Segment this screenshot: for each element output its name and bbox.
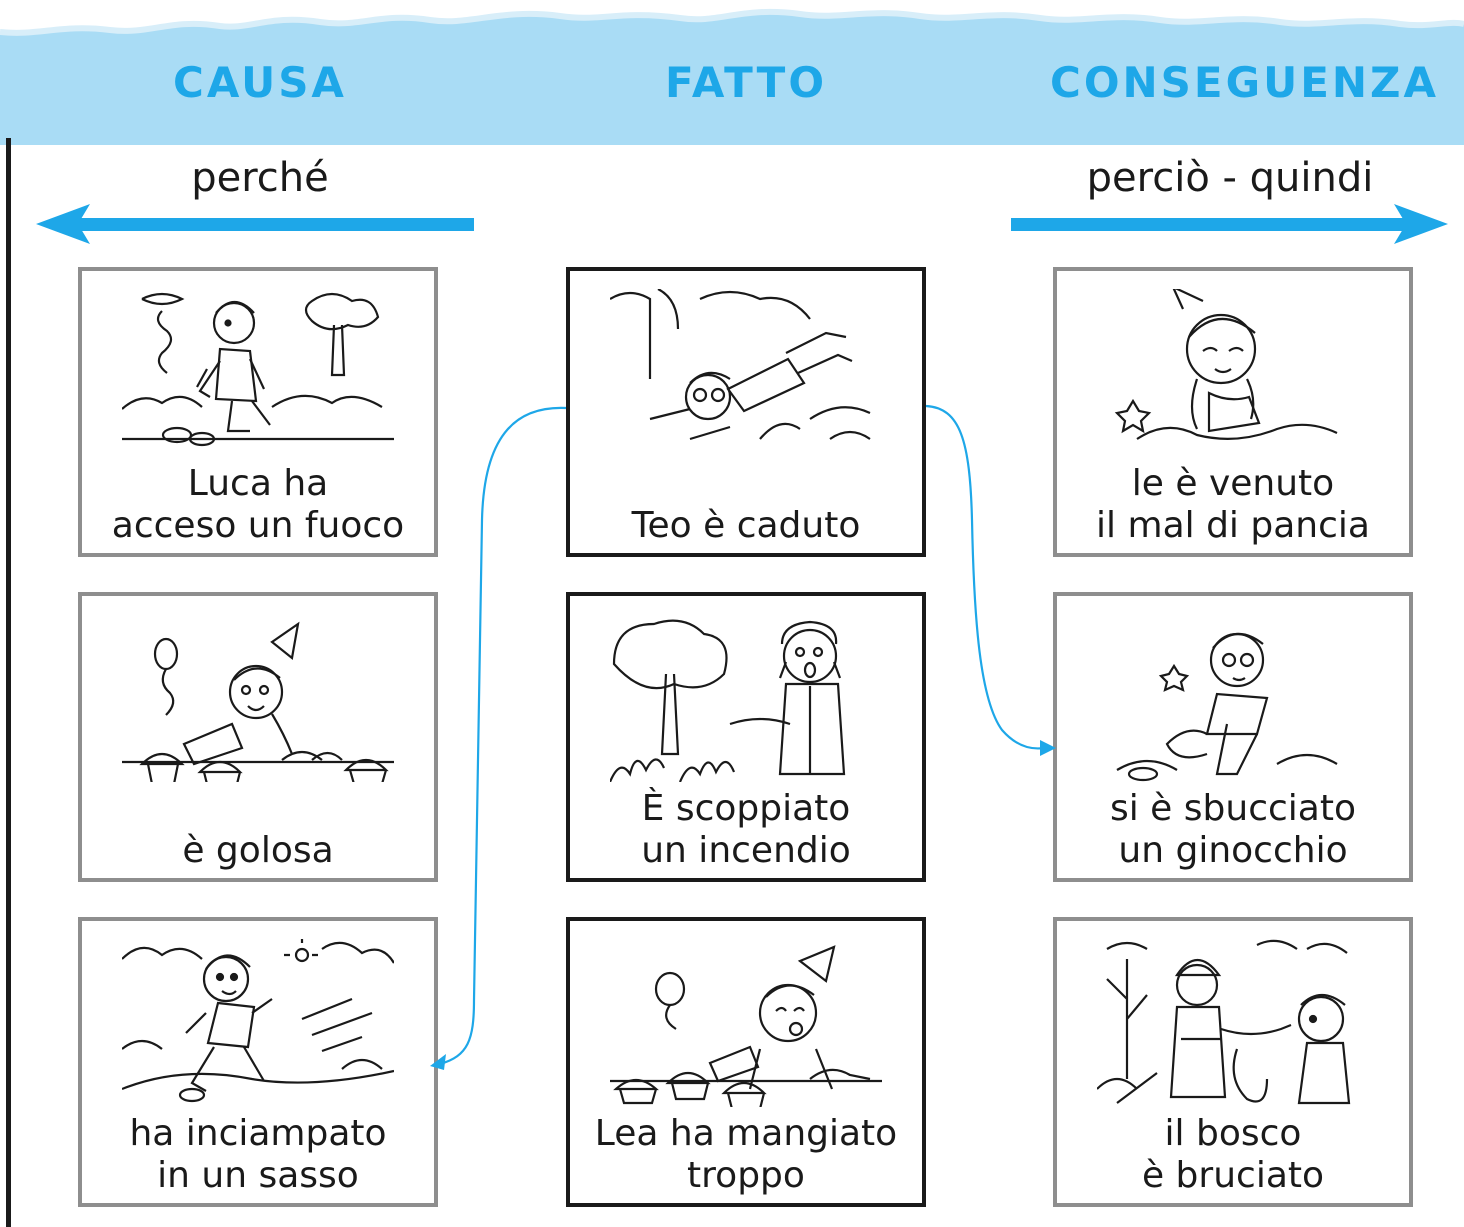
card-conseguenza-3: il bosco è bruciato (1053, 917, 1413, 1207)
card-caption: È scoppiato un incendio (570, 788, 922, 872)
card-causa-3: ha inciampato in un sasso (78, 917, 438, 1207)
card-fatto-1: Teo è caduto (566, 267, 926, 557)
card-fatto-2: È scoppiato un incendio (566, 592, 926, 882)
card-caption: si è sbucciato un ginocchio (1057, 788, 1409, 872)
boy-scraped-knee-icon (1116, 632, 1338, 782)
arrow-right-percio (1011, 204, 1448, 244)
caption-line-1: si è sbucciato (1109, 788, 1356, 829)
caption-line-2: un incendio (641, 830, 851, 871)
card-caption: le è venuto il mal di pancia (1057, 463, 1409, 547)
boy-falling-icon (610, 289, 871, 441)
card-caption: Luca ha acceso un fuoco (82, 463, 434, 547)
caption-line-1: il bosco (1164, 1113, 1302, 1154)
card-caption: il bosco è bruciato (1057, 1113, 1409, 1197)
card-caption: Lea ha mangiato troppo (570, 1113, 922, 1197)
caption-line-1: Lea ha mangiato (594, 1113, 898, 1154)
caption-line-1: le è venuto (1131, 463, 1335, 504)
card-conseguenza-1: le è venuto il mal di pancia (1053, 267, 1413, 557)
girl-stomach-ache-icon (1114, 289, 1338, 440)
boy-lighting-fire-icon (122, 292, 394, 447)
card-fatto-3: Lea ha mangiato troppo (566, 917, 926, 1207)
card-conseguenza-2: si è sbucciato un ginocchio (1053, 592, 1413, 882)
page-margin-rule (6, 138, 11, 1227)
header-conseguenza: CONSEGUENZA (1050, 58, 1439, 107)
header-banner (0, 8, 1464, 145)
firefighter-and-boy-icon (1097, 939, 1351, 1105)
girl-eating-cake-icon (610, 945, 882, 1107)
caption-line-2: è golosa (182, 830, 334, 871)
caption-line-2: il mal di pancia (1096, 505, 1370, 546)
card-causa-1: Luca ha acceso un fuoco (78, 267, 438, 557)
caption-line-2: Teo è caduto (631, 505, 861, 546)
header-causa: CAUSA (173, 58, 347, 107)
caption-line-1: È scoppiato (641, 788, 851, 829)
caption-line-2: acceso un fuoco (111, 505, 405, 546)
boy-scared-by-fire-icon (610, 619, 846, 782)
girl-with-cakes-icon (122, 621, 394, 782)
caption-line-1: ha inciampato (129, 1113, 387, 1154)
caption-line-2: un ginocchio (1118, 830, 1348, 871)
caption-line-2: è bruciato (1141, 1155, 1325, 1196)
connector-perche: perché (191, 155, 329, 201)
card-caption: è golosa (82, 830, 434, 872)
arrow-left-perche (36, 204, 474, 244)
connector-percio-quindi: perciò - quindi (1086, 155, 1374, 201)
card-causa-2: è golosa (78, 592, 438, 882)
link-fatto-to-causa (430, 406, 567, 1070)
caption-line-2: in un sasso (157, 1155, 359, 1196)
caption-line-1: Luca ha (187, 463, 329, 504)
header-fatto: FATTO (664, 58, 828, 107)
card-caption: Teo è caduto (570, 505, 922, 547)
boy-running-icon (122, 939, 394, 1103)
card-caption: ha inciampato in un sasso (82, 1113, 434, 1197)
caption-line-2: troppo (687, 1155, 805, 1196)
link-fatto-to-conseguenza (925, 404, 1056, 756)
